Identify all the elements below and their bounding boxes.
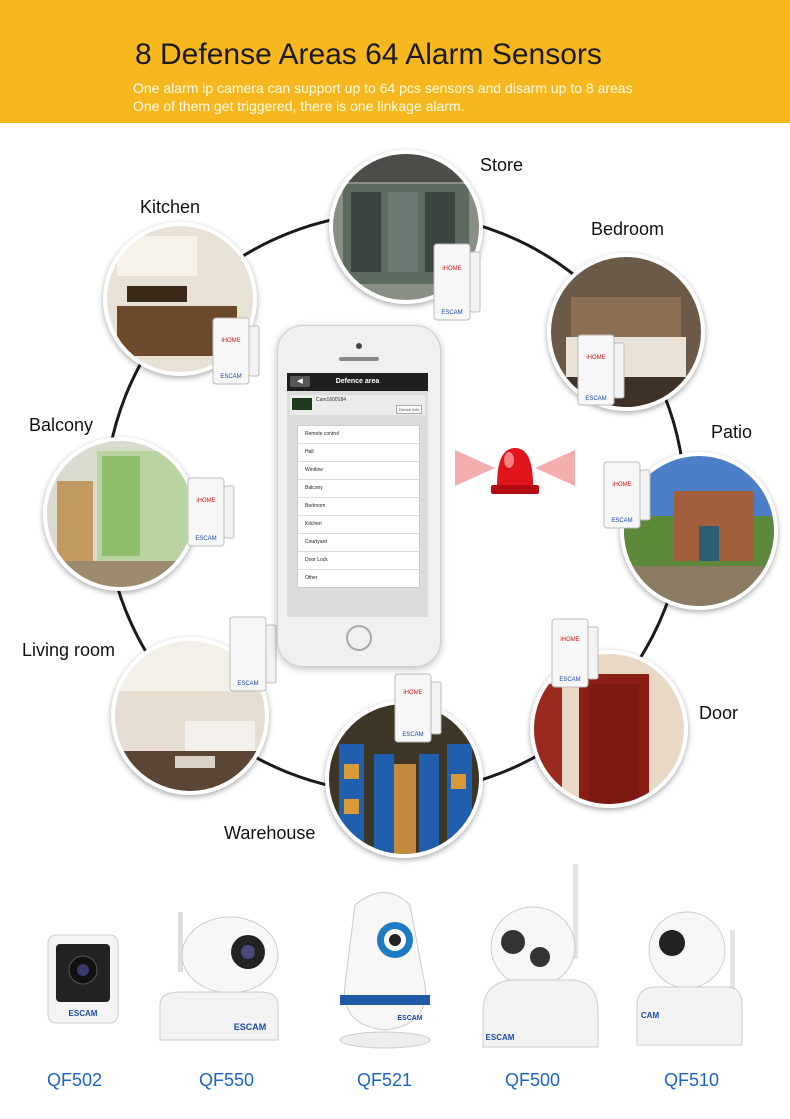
camera-product-qf510: CAM [632,905,747,1060]
list-item[interactable]: Kitchen [298,516,419,534]
svg-text:ESCAM: ESCAM [234,1022,267,1032]
area-label-bedroom: Bedroom [591,219,665,239]
product-label-qf521: QF521 [357,1070,413,1090]
product-label-qf510: QF510 [664,1070,720,1090]
header-banner: 8 Defense Areas 64 Alarm Sensors One ala… [0,0,790,123]
svg-text:iHOME: iHOME [560,637,579,643]
area-label-living-room: Living room [22,640,116,660]
camera-product-qf502: ESCAM [40,930,130,1035]
area-kitchen-photo [103,222,257,376]
back-button[interactable]: ◀ [290,376,310,387]
door-sensor: iHOME ESCAM [602,460,654,535]
door-sensor: iHOME ESCAM [550,617,602,694]
svg-text:iHOME: iHOME [442,266,461,272]
list-item[interactable]: Window [298,462,419,480]
camera-product-qf521: ESCAM [330,885,440,1060]
alarm-siren-icon [455,440,575,505]
area-label-store: Store [480,155,524,175]
area-label-patio: Patio [711,422,753,442]
svg-text:iHOME: iHOME [586,355,605,361]
area-label-kitchen: Kitchen [140,197,201,217]
app-header: ◀ Defence area [287,373,428,391]
area-door-photo [530,650,688,808]
svg-text:CAM: CAM [641,1011,660,1020]
app-screen: ◀ Defence area Cam1600184 Device Info Re… [287,373,428,617]
subtitle-line-1: One alarm ip camera can support up to 64… [133,80,633,96]
svg-text:iHOME: iHOME [403,690,422,696]
list-item[interactable]: Other [305,575,318,581]
svg-text:ESCAM: ESCAM [585,396,606,402]
camera-product-qf550: ESCAM [150,910,280,1055]
svg-text:ESCAM: ESCAM [397,1015,422,1022]
door-sensor: iHOME ESCAM [186,476,238,553]
product-label-qf550: QF550 [199,1070,255,1090]
product-label-qf500: QF500 [505,1070,561,1090]
svg-text:ESCAM: ESCAM [237,681,258,687]
camera-product-qf500: ESCAM [478,862,603,1062]
page-title: 8 Defense Areas 64 Alarm Sensors [135,38,602,71]
defence-area-list: Remote control Hall Window Balcony Bedro… [297,425,420,588]
svg-text:ESCAM: ESCAM [559,677,580,683]
svg-text:iHOME: iHOME [196,498,215,504]
svg-text:ESCAM: ESCAM [195,536,216,542]
svg-text:iHOME: iHOME [612,482,631,488]
area-patio-photo [620,452,778,610]
door-sensor: ESCAM [228,615,280,698]
list-item[interactable]: Door Lock [298,552,419,570]
area-balcony-photo [43,437,197,591]
list-item[interactable]: Hall [298,444,419,462]
camera-row[interactable]: Cam1600184 Device Info [290,395,425,415]
svg-text:iHOME: iHOME [221,338,240,344]
area-label-warehouse: Warehouse [224,823,316,843]
svg-text:ESCAM: ESCAM [69,1009,98,1018]
camera-name: Cam1600184 [316,397,347,403]
area-store-photo [329,150,483,304]
subtitle-line-2: One of them get triggered, there is one … [133,98,465,114]
list-item[interactable]: Remote control [298,426,419,444]
list-item[interactable]: Bedroom [298,498,419,516]
svg-text:ESCAM: ESCAM [402,732,423,738]
door-sensor: iHOME ESCAM [393,672,445,749]
svg-text:ESCAM: ESCAM [486,1033,515,1042]
product-label-qf502: QF502 [47,1070,103,1090]
door-sensor: iHOME ESCAM [432,242,482,327]
area-label-door: Door [699,703,739,723]
screen-title: Defence area [335,378,380,385]
list-item[interactable]: Courtyard [298,534,419,552]
svg-text:ESCAM: ESCAM [220,374,241,380]
svg-text:ESCAM: ESCAM [441,310,462,316]
svg-text:ESCAM: ESCAM [611,518,632,524]
camera-thumbnail [292,398,312,410]
door-sensor: iHOME ESCAM [576,333,628,413]
area-warehouse-photo [325,700,483,858]
list-item[interactable]: Balcony [298,480,419,498]
area-label-balcony: Balcony [29,415,94,435]
door-sensor: iHOME ESCAM [211,316,261,391]
device-info-button[interactable]: Device Info [395,405,422,414]
